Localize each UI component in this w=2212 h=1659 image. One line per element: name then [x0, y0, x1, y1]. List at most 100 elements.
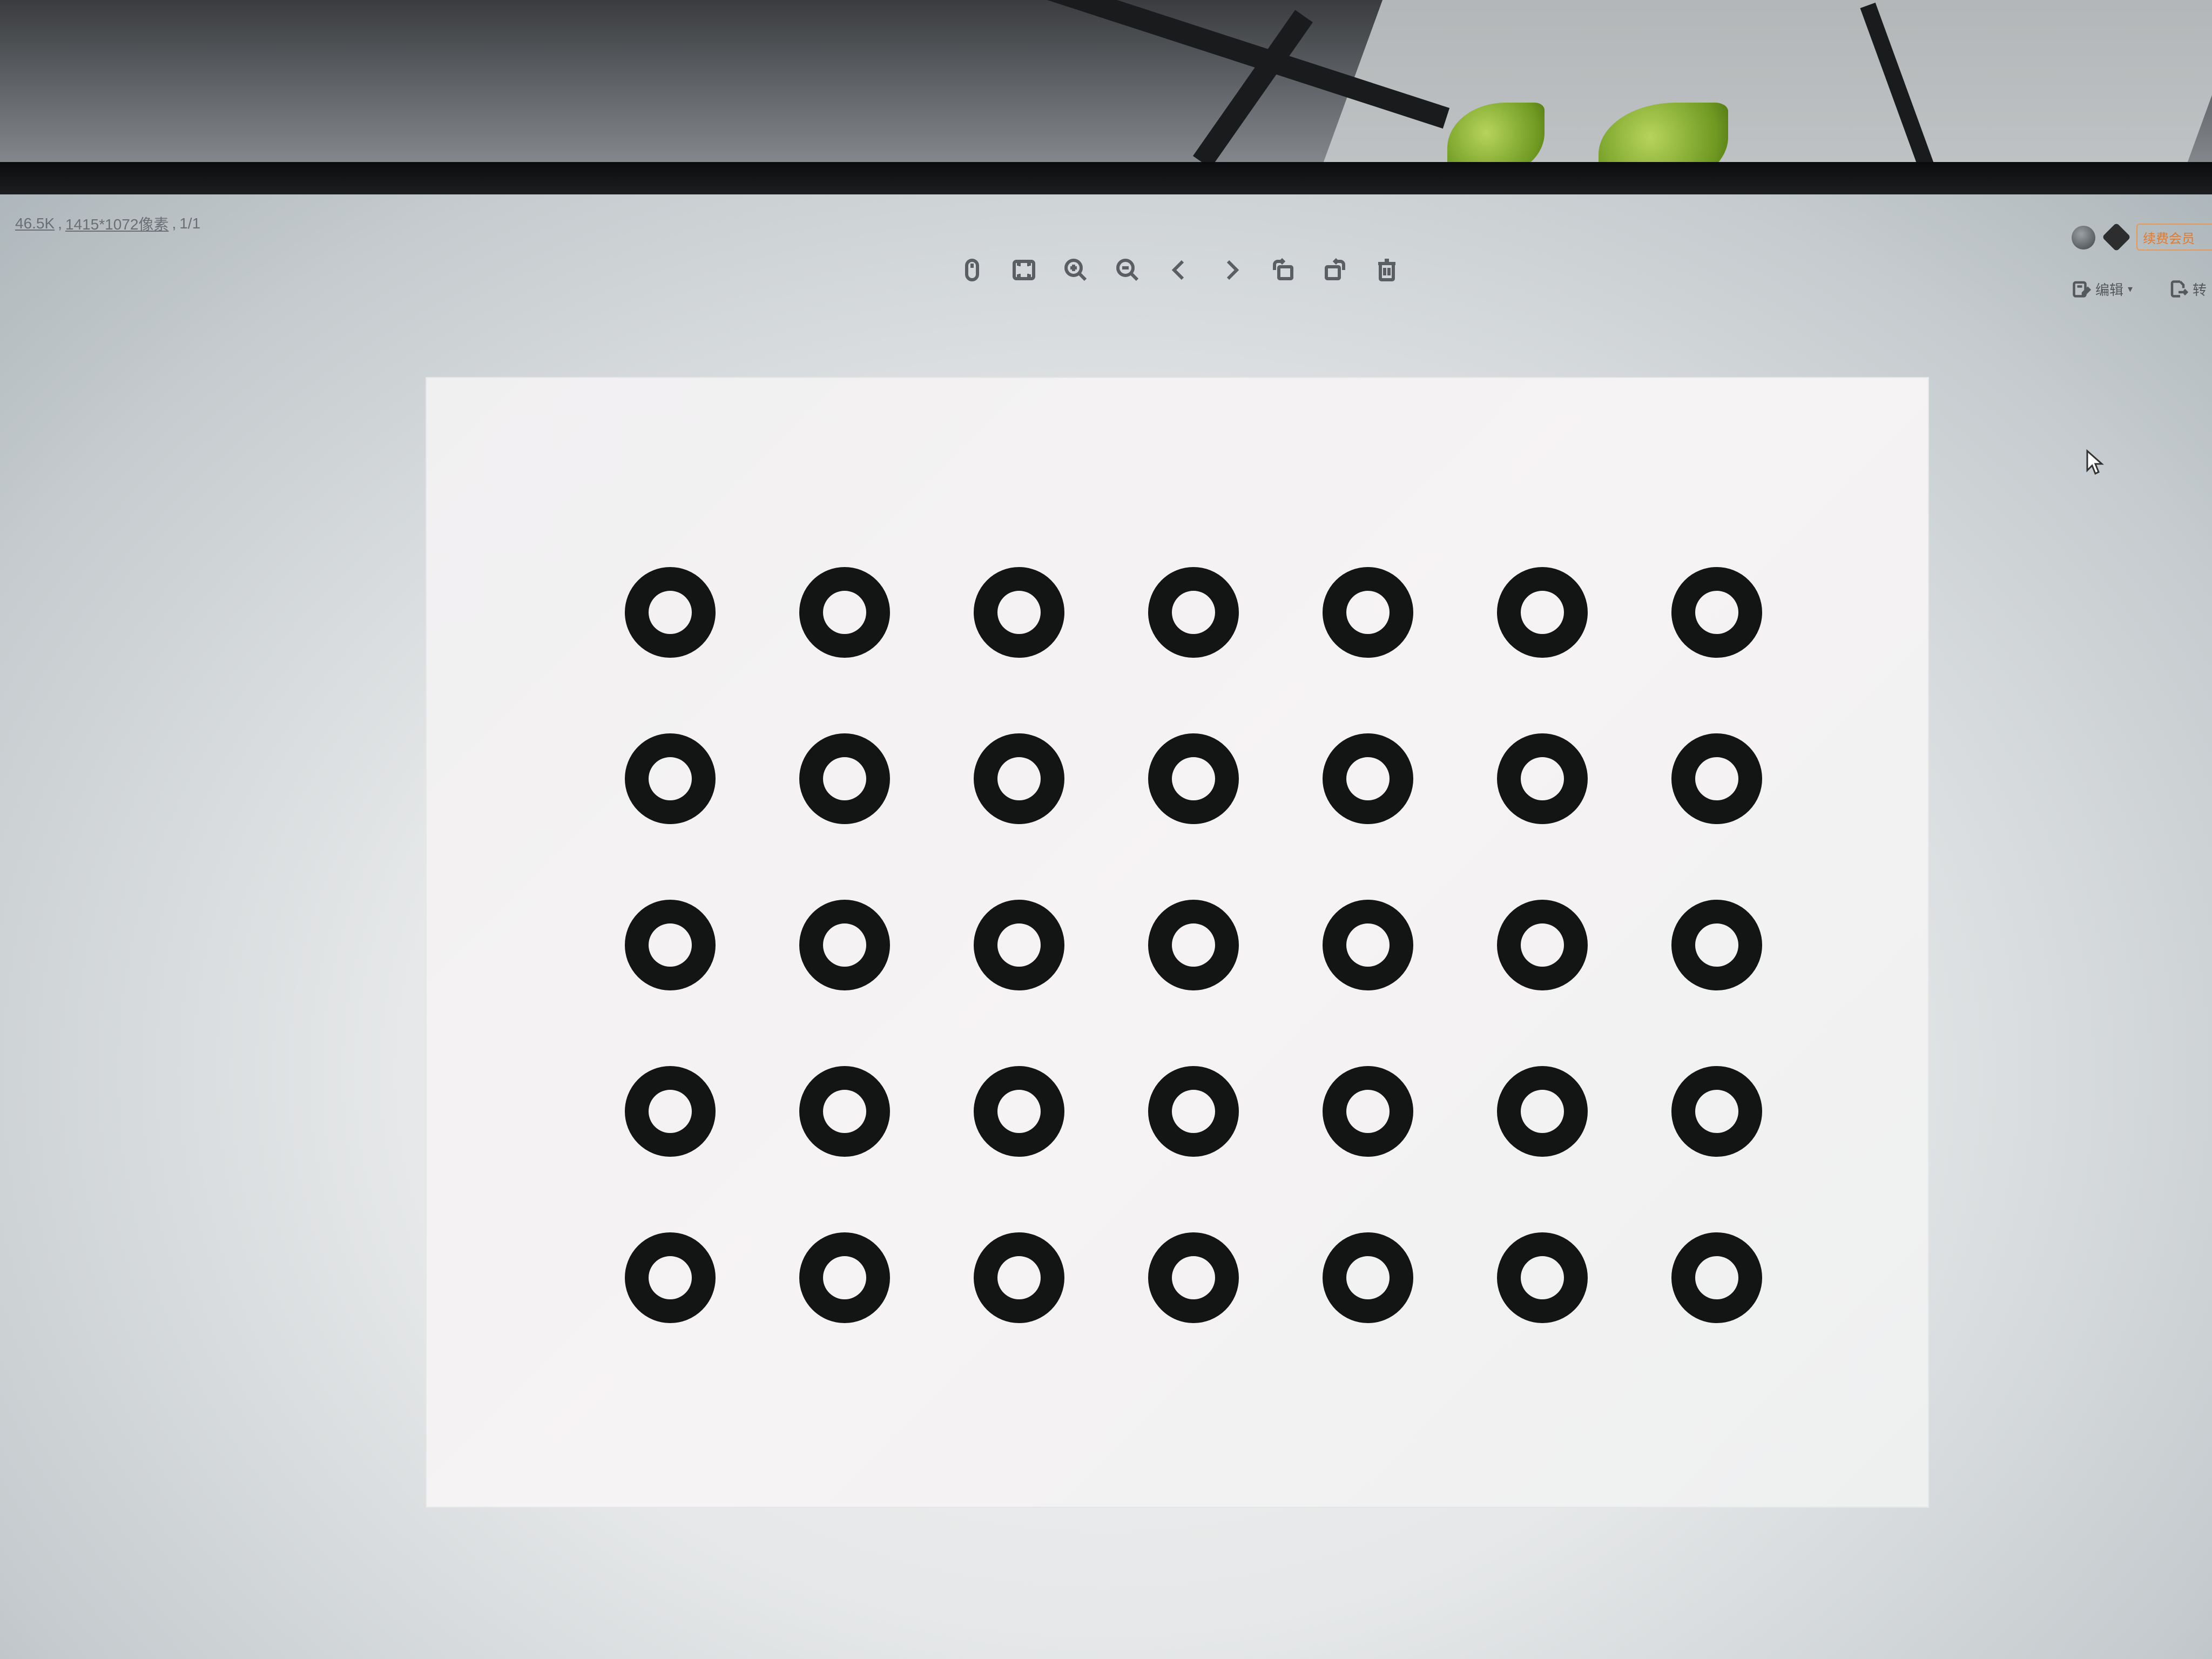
ring-cell — [1280, 862, 1455, 1028]
ring-cell — [758, 529, 932, 696]
ring-cell — [1455, 862, 1629, 1028]
ring-cell — [1280, 529, 1455, 696]
trash-icon — [1378, 259, 1395, 281]
edit-icon — [2073, 281, 2091, 298]
ring-marker — [974, 900, 1065, 990]
ring-marker — [1671, 733, 1762, 824]
ring-cell — [1280, 696, 1455, 862]
ring-marker — [974, 1232, 1065, 1323]
edit-button[interactable]: 编辑 ▾ — [2072, 275, 2133, 302]
ring-cell — [758, 1028, 932, 1195]
ring-marker — [1322, 1232, 1413, 1323]
ring-marker — [799, 900, 891, 990]
ring-cell — [1280, 1195, 1455, 1361]
ring-marker — [1496, 1232, 1588, 1323]
ring-marker — [1148, 900, 1239, 990]
chevron-right-icon — [1226, 260, 1239, 280]
chevron-left-icon — [1171, 260, 1184, 280]
ring-cell — [583, 696, 758, 862]
previous-image-button[interactable] — [1163, 254, 1196, 286]
image-display-area[interactable] — [427, 378, 1928, 1507]
ring-marker — [1496, 733, 1588, 824]
zoom-in-icon — [1064, 259, 1087, 281]
mouse-mode-icon — [965, 259, 979, 281]
ring-cell — [758, 1195, 932, 1361]
ring-marker — [974, 1066, 1065, 1157]
convert-button[interactable]: 转 — [2169, 275, 2207, 302]
ring-marker — [1671, 900, 1762, 990]
zoom-out-button[interactable] — [1111, 254, 1144, 286]
ring-cell — [1629, 529, 1804, 696]
ring-cell — [758, 862, 932, 1028]
fit-to-window-button[interactable] — [1008, 254, 1040, 286]
header-right-tools: 续费会员 编辑 ▾ 转 — [2072, 216, 2212, 324]
file-info-bar: 46.5K , 1415*1072像素 , 1/1 — [15, 207, 200, 240]
ring-marker — [1496, 567, 1588, 658]
image-dimensions[interactable]: 1415*1072像素 — [65, 216, 169, 233]
chevron-down-icon: ▾ — [2128, 283, 2133, 294]
rotate-right-button[interactable] — [1319, 254, 1351, 286]
ring-cell — [1455, 1028, 1629, 1195]
viewer-toolbar — [956, 248, 1403, 292]
ring-calibration-grid — [583, 529, 1804, 1361]
renew-membership-button[interactable]: 续费会员 — [2136, 224, 2212, 251]
ring-marker — [1671, 1066, 1762, 1157]
next-image-button[interactable] — [1215, 254, 1247, 286]
ring-marker — [1148, 1232, 1239, 1323]
ring-marker — [1671, 567, 1762, 658]
zoom-in-button[interactable] — [1060, 254, 1092, 286]
convert-label: 转 — [2193, 281, 2207, 298]
ring-cell — [1455, 696, 1629, 862]
ring-marker — [799, 1066, 891, 1157]
ring-cell — [583, 1028, 758, 1195]
ring-marker — [625, 567, 716, 658]
ring-marker — [1322, 900, 1413, 990]
ring-cell — [1107, 1028, 1281, 1195]
ring-marker — [799, 1232, 891, 1323]
mouse-mode-button[interactable] — [956, 254, 988, 286]
zoom-out-icon — [1116, 259, 1139, 281]
ring-cell — [1107, 696, 1281, 862]
ring-cell — [583, 1195, 758, 1361]
ring-marker — [1148, 567, 1239, 658]
ring-marker — [625, 733, 716, 824]
ring-cell — [583, 529, 758, 696]
mouse-cursor — [2086, 449, 2105, 475]
fit-to-window-icon — [1013, 260, 1035, 280]
ring-marker — [1671, 1232, 1762, 1323]
image-viewer-window: 46.5K , 1415*1072像素 , 1/1 — [0, 194, 2212, 1659]
ring-marker — [1322, 733, 1413, 824]
ring-marker — [625, 900, 716, 990]
ring-cell — [1629, 862, 1804, 1028]
ring-marker — [799, 733, 891, 824]
ring-cell — [1107, 1195, 1281, 1361]
ring-marker — [974, 733, 1065, 824]
delete-button[interactable] — [1371, 254, 1403, 286]
ring-marker — [1322, 567, 1413, 658]
ring-cell — [932, 529, 1107, 696]
ring-cell — [1629, 1028, 1804, 1195]
ring-marker — [799, 567, 891, 658]
ring-cell — [932, 1195, 1107, 1361]
ring-marker — [1496, 900, 1588, 990]
ring-cell — [932, 862, 1107, 1028]
membership-badge-icon[interactable] — [2102, 222, 2131, 252]
room-ceiling-background — [0, 0, 2212, 184]
ring-marker — [1148, 1066, 1239, 1157]
ring-cell — [583, 862, 758, 1028]
rotate-left-button[interactable] — [1267, 254, 1299, 286]
ring-marker — [974, 567, 1065, 658]
ring-cell — [1629, 1195, 1804, 1361]
ring-cell — [932, 1028, 1107, 1195]
ring-cell — [758, 696, 932, 862]
ring-marker — [625, 1066, 716, 1157]
edit-label: 编辑 — [2095, 281, 2124, 298]
ring-cell — [1455, 529, 1629, 696]
ring-cell — [1107, 529, 1281, 696]
ring-marker — [1322, 1066, 1413, 1157]
avatar[interactable] — [2072, 226, 2095, 249]
ring-cell — [1280, 1028, 1455, 1195]
file-size[interactable]: 46.5K — [15, 215, 55, 232]
ring-cell — [1629, 696, 1804, 862]
page-indicator: 1/1 — [179, 215, 201, 232]
